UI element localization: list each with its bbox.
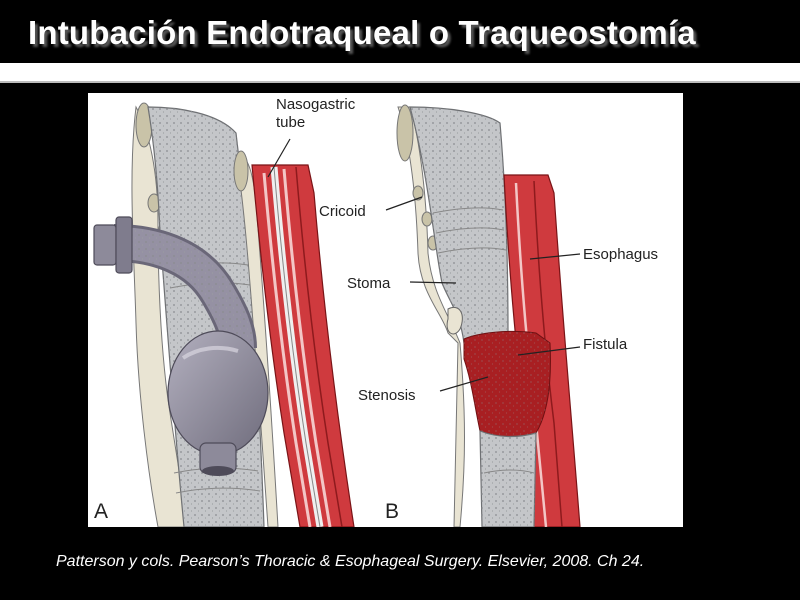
title-divider-shadow	[0, 81, 800, 83]
label-fistula: Fistula	[583, 336, 628, 353]
title-divider	[0, 63, 800, 81]
label-nasogastric-line2: tube	[276, 114, 305, 131]
label-nasogastric-line1: Nasogastric	[276, 96, 356, 113]
panel-a-drawing	[93, 102, 355, 527]
anatomy-illustration: Nasogastric tube A	[93, 96, 658, 527]
anatomy-figure: Nasogastric tube A	[88, 93, 683, 527]
citation: Patterson y cols. Pearson’s Thoracic & E…	[56, 553, 645, 570]
panel-b-drawing	[385, 104, 581, 527]
label-esophagus: Esophagus	[583, 246, 658, 263]
label-stoma: Stoma	[347, 275, 391, 292]
slide-title: Intubación Endotraqueal o Traqueostomía	[28, 14, 696, 51]
panel-a-letter: A	[94, 500, 108, 523]
panel-b-letter: B	[385, 500, 399, 523]
label-stenosis: Stenosis	[358, 387, 416, 404]
label-cricoid: Cricoid	[319, 203, 366, 220]
